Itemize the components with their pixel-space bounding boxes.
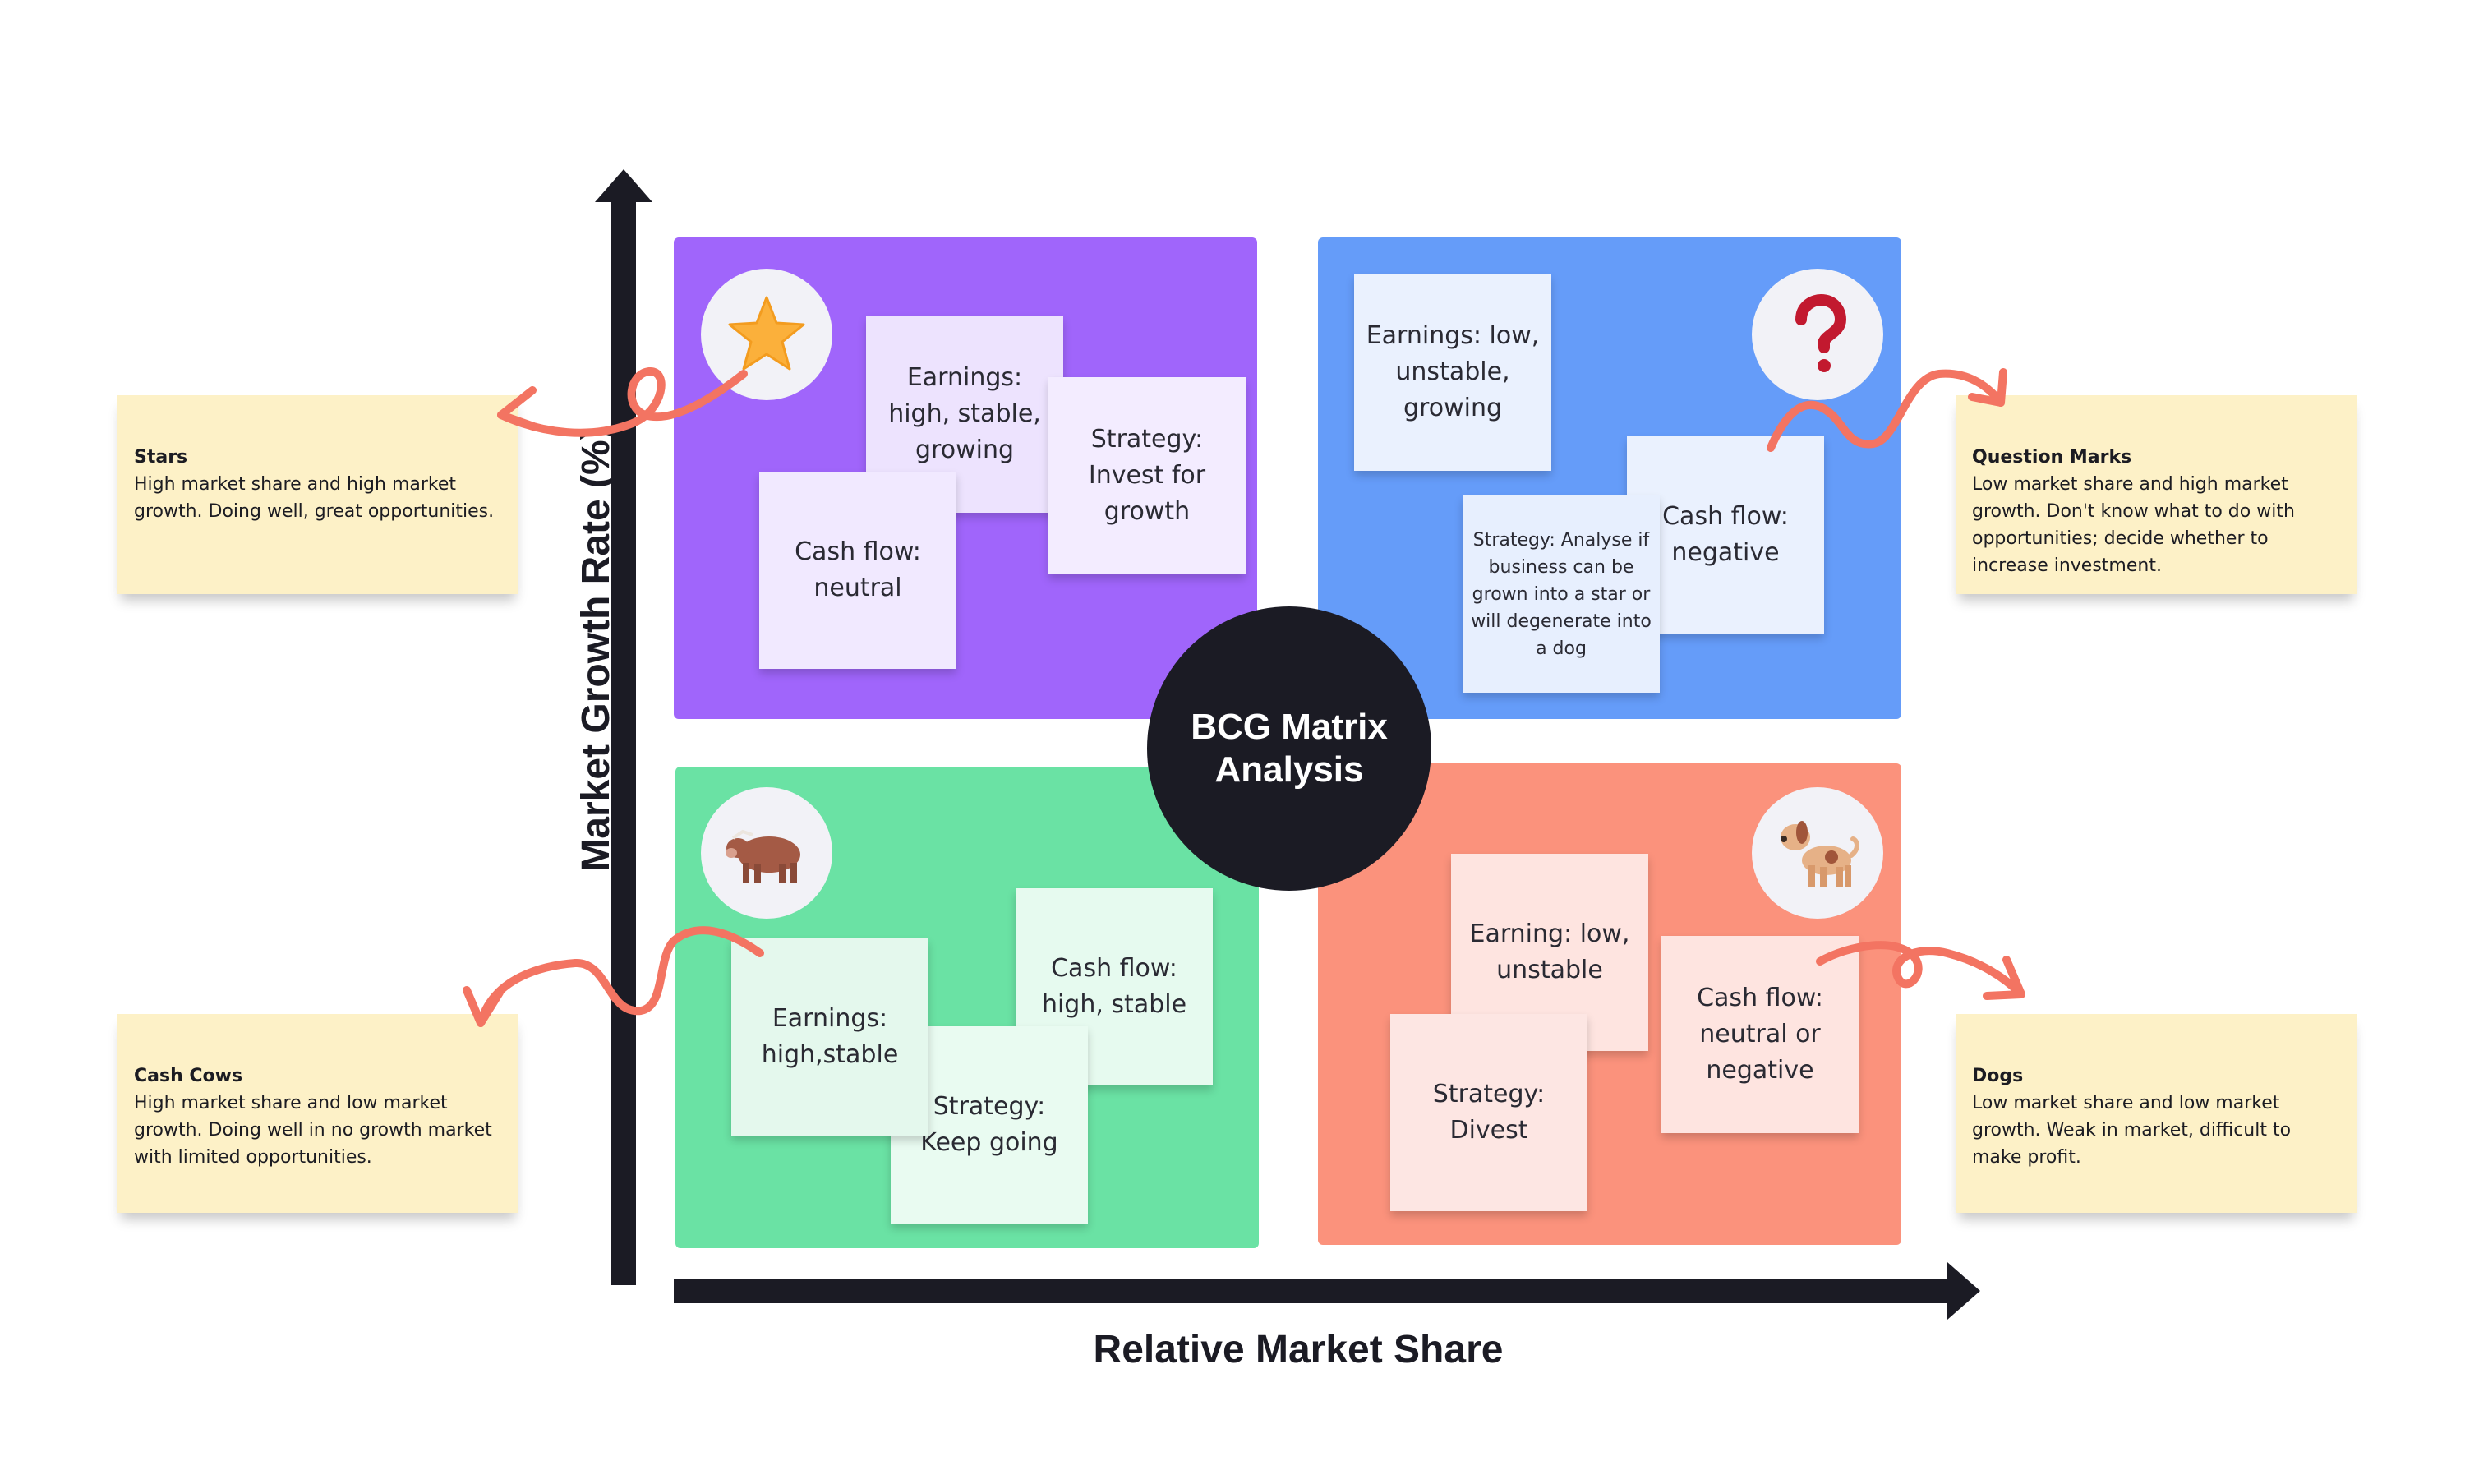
x-axis-label: Relative Market Share [1093,1328,1504,1371]
question-mark-icon [1795,293,1847,372]
question-marks-icon-badge [1752,269,1883,400]
stars-note-strategy: Strategy: Invest for growth [1048,377,1246,574]
cash-cows-icon-badge [701,787,832,919]
card-cash-cows: Cash Cows High market share and low mark… [117,1014,518,1213]
stars-note-cash-flow: Cash flow: neutral [759,472,956,669]
cow-icon [726,829,800,883]
card-stars-text: High market share and high market growth… [134,474,495,522]
star-icon [728,296,805,371]
cash-cows-note-earnings: Earnings: high,stable [731,938,928,1136]
y-axis-arrowhead [595,169,652,202]
card-cash-cows-text: High market share and low market growth.… [134,1093,492,1168]
stars-icon-badge [701,269,832,400]
card-question-marks: Question Marks Low market share and high… [1956,395,2357,594]
arrow-question-marks [1767,369,2005,452]
arrow-dogs [1816,941,2025,998]
card-dogs: Dogs Low market share and low market gro… [1956,1014,2357,1213]
arrow-cash-cows [477,926,764,1027]
card-question-marks-text: Low market share and high market growth.… [1972,474,2295,576]
arrow-stars [497,367,748,437]
center-title: BCG Matrix Analysis [1147,606,1431,891]
card-stars: Stars High market share and high market … [117,395,518,594]
arrow-cash-cows-head [463,986,504,1027]
dogs-icon-badge [1752,787,1883,919]
card-dogs-text: Low market share and low market growth. … [1972,1093,2292,1168]
card-cash-cows-title: Cash Cows [134,1066,243,1086]
question-marks-note-strategy: Strategy: Analyse if business can be gro… [1463,495,1660,693]
dogs-note-cash-flow: Cash flow: neutral or negative [1661,936,1859,1133]
arrow-dogs-head [1983,956,2025,1000]
card-stars-title: Stars [134,447,188,468]
card-dogs-title: Dogs [1972,1066,2024,1086]
card-question-marks-title: Question Marks [1972,447,2132,468]
stars-note-earnings: Earnings: high, stable, growing [866,316,1063,513]
x-axis-arrowhead [1947,1262,1980,1320]
dogs-note-strategy: Strategy: Divest [1390,1014,1587,1211]
question-marks-note-cash-flow: Cash flow: negative [1627,436,1824,634]
dog-icon [1781,821,1859,887]
arrow-stars-head [497,386,540,431]
x-axis-line [674,1279,1956,1303]
arrow-question-marks-head [1968,368,2007,407]
question-marks-note-earnings: Earnings: low, unstable, growing [1354,274,1551,471]
